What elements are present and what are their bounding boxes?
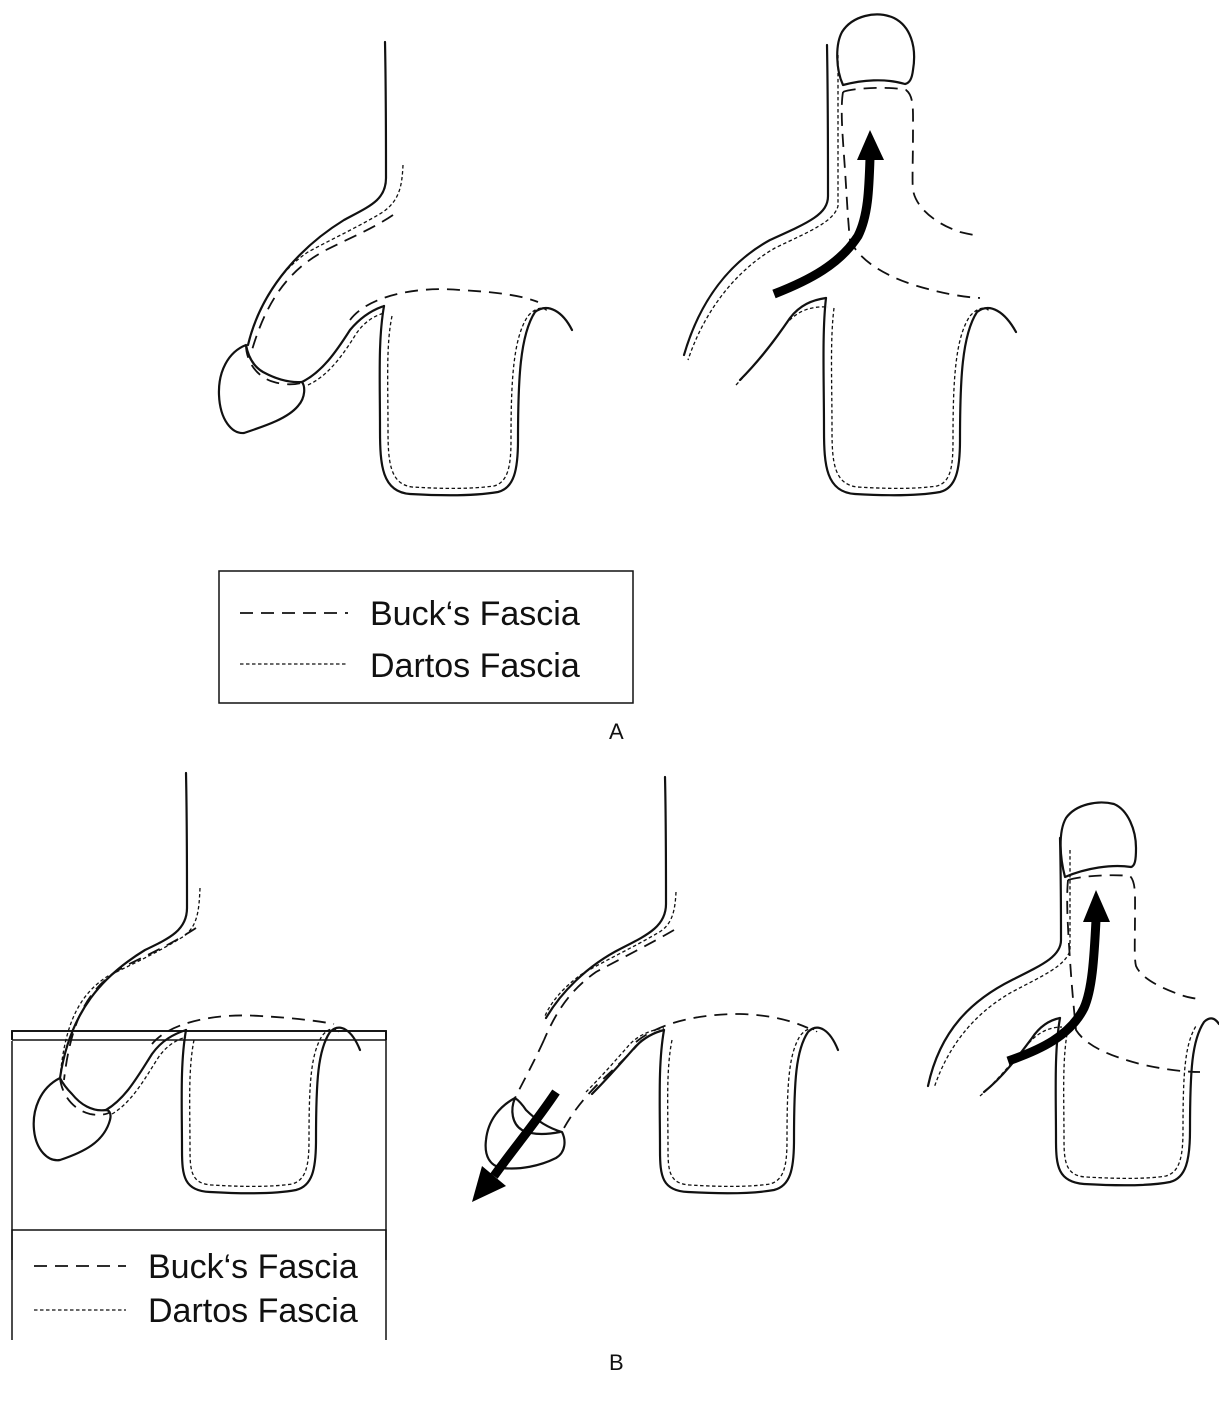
- legend-b-swatches: Buck‘s Fascia Dartos Fascia: [34, 1248, 358, 1330]
- legend-bucks-label: Buck‘s Fascia: [148, 1248, 358, 1286]
- legend-box-frame: [12, 1041, 386, 1260]
- legend-bucks-label: Buck‘s Fascia: [370, 595, 580, 633]
- scrotum-outline: [380, 306, 572, 495]
- bucks-fascia-line: [64, 928, 196, 1080]
- body-outline: [546, 777, 666, 1018]
- glans-outline: [1061, 803, 1136, 877]
- bucks-fascia-line: [544, 930, 674, 1040]
- scrotum-outline: [824, 298, 1017, 495]
- arrow-head: [1083, 890, 1110, 922]
- panel-label-a: A: [609, 719, 624, 744]
- scrotum-outline: [660, 1028, 838, 1194]
- body-outline: [60, 773, 187, 1078]
- legend-b-text: [12, 1041, 386, 1260]
- arrow-shaft: [774, 158, 870, 294]
- dartos-lower-line: [736, 307, 828, 385]
- bucks-fascia-shaft-left: [842, 92, 980, 298]
- glans-outline: [219, 345, 304, 433]
- scrotum-outline: [182, 1028, 360, 1194]
- panel-a-left-figure: [219, 42, 572, 495]
- panel-b-middle-figure: [472, 777, 838, 1202]
- bucks-fascia-shaft-upper: [515, 1040, 544, 1098]
- body-lower-outline: [106, 1030, 186, 1110]
- body-outline: [248, 42, 386, 345]
- scrotum-dartos-line: [388, 308, 548, 488]
- dartos-fascia-line: [934, 850, 1070, 1088]
- legend-dartos-label: Dartos Fascia: [148, 1292, 358, 1330]
- body-lower-outline: [592, 1030, 664, 1094]
- panel-a-right-figure: [684, 14, 1016, 495]
- panel-b-left-figure: [34, 773, 360, 1193]
- panel-label-b: B: [609, 1350, 624, 1375]
- body-lower-outline: [740, 298, 826, 380]
- legend-dartos-label: Dartos Fascia: [370, 647, 580, 685]
- bucks-fascia-shaft-left: [1067, 880, 1200, 1072]
- glans-outline: [837, 14, 914, 85]
- panel-b-right-figure: [928, 803, 1219, 1186]
- scrotum-dartos-line: [1064, 1026, 1196, 1178]
- dartos-fascia-line: [688, 55, 838, 360]
- dartos-fascia-line: [248, 165, 403, 345]
- scrotum-outline: [1056, 1018, 1219, 1185]
- bucks-fascia-top: [350, 289, 538, 320]
- dartos-lower-line: [308, 313, 384, 385]
- dartos-fascia-line: [60, 888, 200, 1078]
- scrotum-dartos-line: [832, 308, 991, 488]
- arrow-shaft: [1008, 920, 1096, 1061]
- dartos-lower-line: [112, 1037, 186, 1114]
- legend-a: Buck‘s Fascia Dartos Fascia: [219, 571, 633, 703]
- glans-outline: [34, 1078, 111, 1160]
- body-lower-outline: [302, 306, 384, 382]
- body-outline: [684, 45, 828, 355]
- arrow-head: [857, 130, 884, 160]
